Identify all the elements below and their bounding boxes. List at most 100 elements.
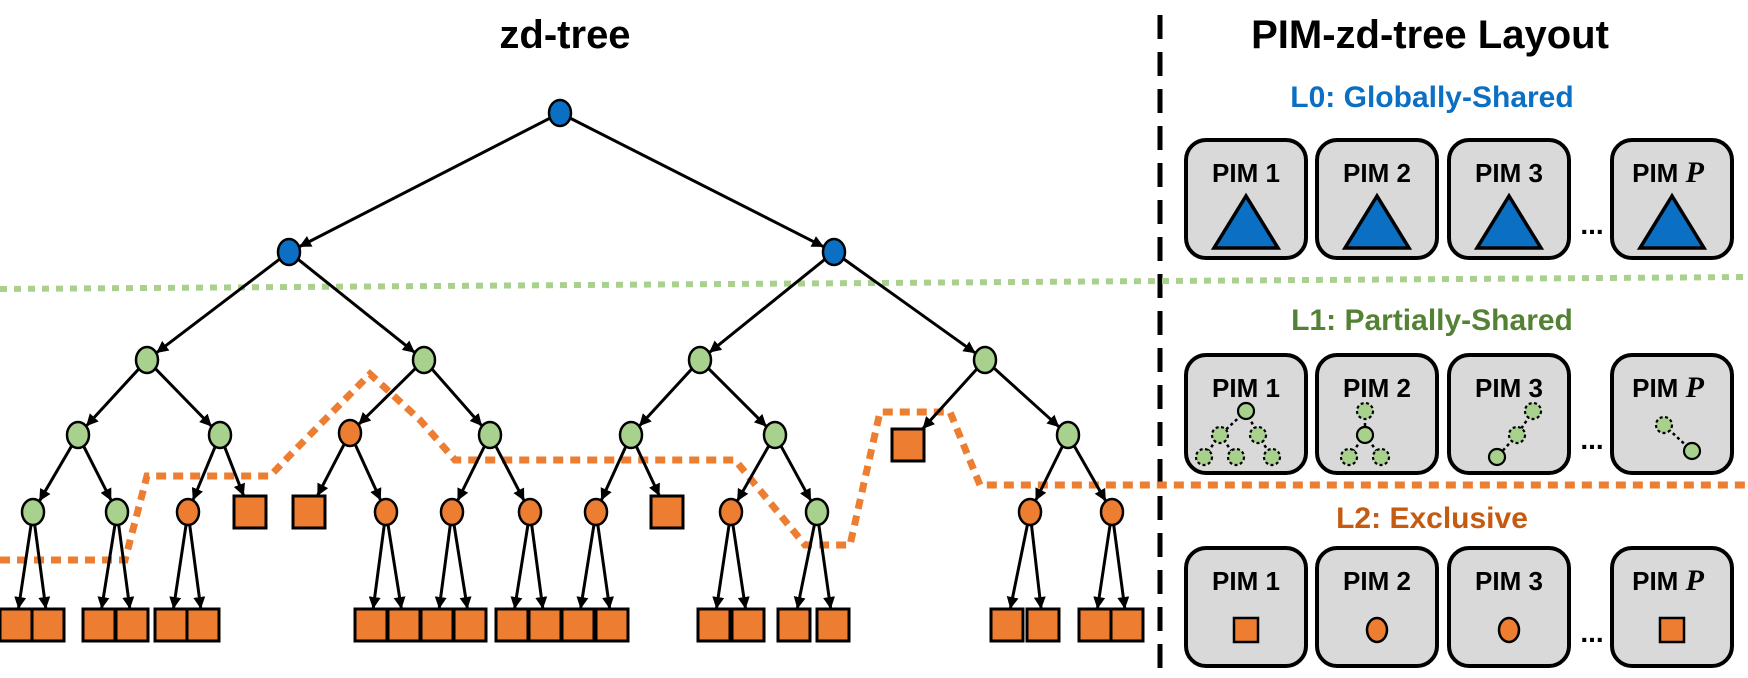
pim-label: PIM P [1632,371,1704,404]
tree-edge [992,366,1060,428]
tree-edge [793,524,816,609]
tree-edge [430,368,483,427]
tree-edge [569,116,824,248]
l1-tree-node [104,497,130,527]
level-label-l2: L2: Exclusive [1336,502,1528,535]
l2-tree-node [373,497,399,527]
tree-edge [707,367,767,427]
leaf-node [776,607,812,643]
pim-label: PIM P [1632,156,1704,189]
l1-tree-node [618,420,644,450]
tree-edge [38,444,74,502]
tree-edge [452,524,472,610]
tree-edge [1072,445,1107,502]
tree-edge [736,445,771,502]
leaf-node [989,607,1025,643]
pim-var: P [1685,156,1705,189]
tree-edge [82,445,113,501]
pim-ellipsis: ... [1580,209,1603,240]
pim-ellipsis: ... [1580,424,1603,455]
tree-edge [1034,445,1064,501]
l1-subtree-node [1248,425,1268,445]
leaf-node [185,607,221,643]
tree-edge [922,367,979,430]
level-label-l1: L1: Partially-Shared [1291,304,1573,337]
leaf-node [527,607,563,643]
l1-tree-node [804,497,830,527]
l2-node-icon [1497,616,1521,644]
tree-edge [85,367,141,427]
l1-subtree-node [1355,401,1375,421]
pim-card-box [1315,546,1439,668]
pim-card: PIM 2 [1315,138,1439,260]
leaf-node [452,607,488,643]
pim-card: PIM P [1610,138,1734,260]
l2-tree-node [583,497,609,527]
tree-edge [97,524,117,610]
l1-boundary-line [0,274,1748,292]
tree-edge [358,367,417,426]
l1-subtree-node [1226,447,1246,467]
tree-edge [731,524,750,609]
leaf-node [594,607,630,643]
tree-edge [1093,524,1112,609]
pim-label: PIM 1 [1212,566,1280,596]
l1-subtree-edge [1244,410,1260,436]
l1-tree-node [65,420,91,450]
l1-subtree-node [1487,447,1507,467]
pim-card: PIM 3 [1447,546,1571,668]
tree-edge [169,524,188,609]
tree-edge [33,524,51,609]
pim-var: P [1685,564,1705,597]
leaf-node [649,494,685,530]
leaf-node [419,607,455,643]
l1-tree-node [1055,420,1081,450]
pim-label: PIM 1 [1212,373,1280,403]
l1-subtree-node [1654,415,1674,435]
tree-nodes [0,98,1145,643]
pim-card: PIM 1 [1184,138,1308,260]
pim-label: PIM 2 [1343,158,1411,188]
l1-subtree-node [1355,425,1375,445]
tree-edge [434,524,452,609]
pim-card-box [1315,353,1439,475]
leaf-node [114,607,150,643]
leaf-node [730,607,766,643]
pim-ellipsis: ... [1580,617,1603,648]
leaf-node [1109,607,1145,643]
tree-edge [191,446,217,501]
leaf-node [386,607,422,643]
tree-edge [510,524,530,610]
pim-label: PIM 1 [1212,158,1280,188]
l1-tree-node [20,497,46,527]
tree-edge [223,446,246,497]
level-label-l0: L0: Globally-Shared [1290,81,1573,114]
l2-boundary-line [0,369,1748,564]
pim-card-box [1447,353,1571,475]
tree-edge [1006,524,1029,609]
tree-edge [154,367,213,427]
pim-card: PIM 2 [1315,353,1439,475]
leaf-node [0,607,34,643]
tree-edge [368,524,386,609]
pim-card: PIM 2 [1315,546,1439,668]
tree-edges [14,116,1130,610]
leaf-node [291,494,327,530]
tree-edge [353,443,382,501]
l1-subtree-edge [1347,434,1367,458]
tree-edge [297,258,416,354]
l0-subtree-icon [1210,192,1282,250]
l1-tree-node [207,420,233,450]
tree-edge [299,116,551,248]
leaf-node [815,607,851,643]
pim-card-box [1447,546,1571,668]
l1-subtree-edge [1256,434,1274,458]
l1-subtree-edge [1363,434,1383,458]
leaf-node [353,607,389,643]
leaf-node [30,607,66,643]
tree-edge [638,367,694,427]
l2-tree-node [1017,497,1043,527]
pim-label: PIM P [1632,564,1704,597]
pim-var: P [1685,371,1705,404]
